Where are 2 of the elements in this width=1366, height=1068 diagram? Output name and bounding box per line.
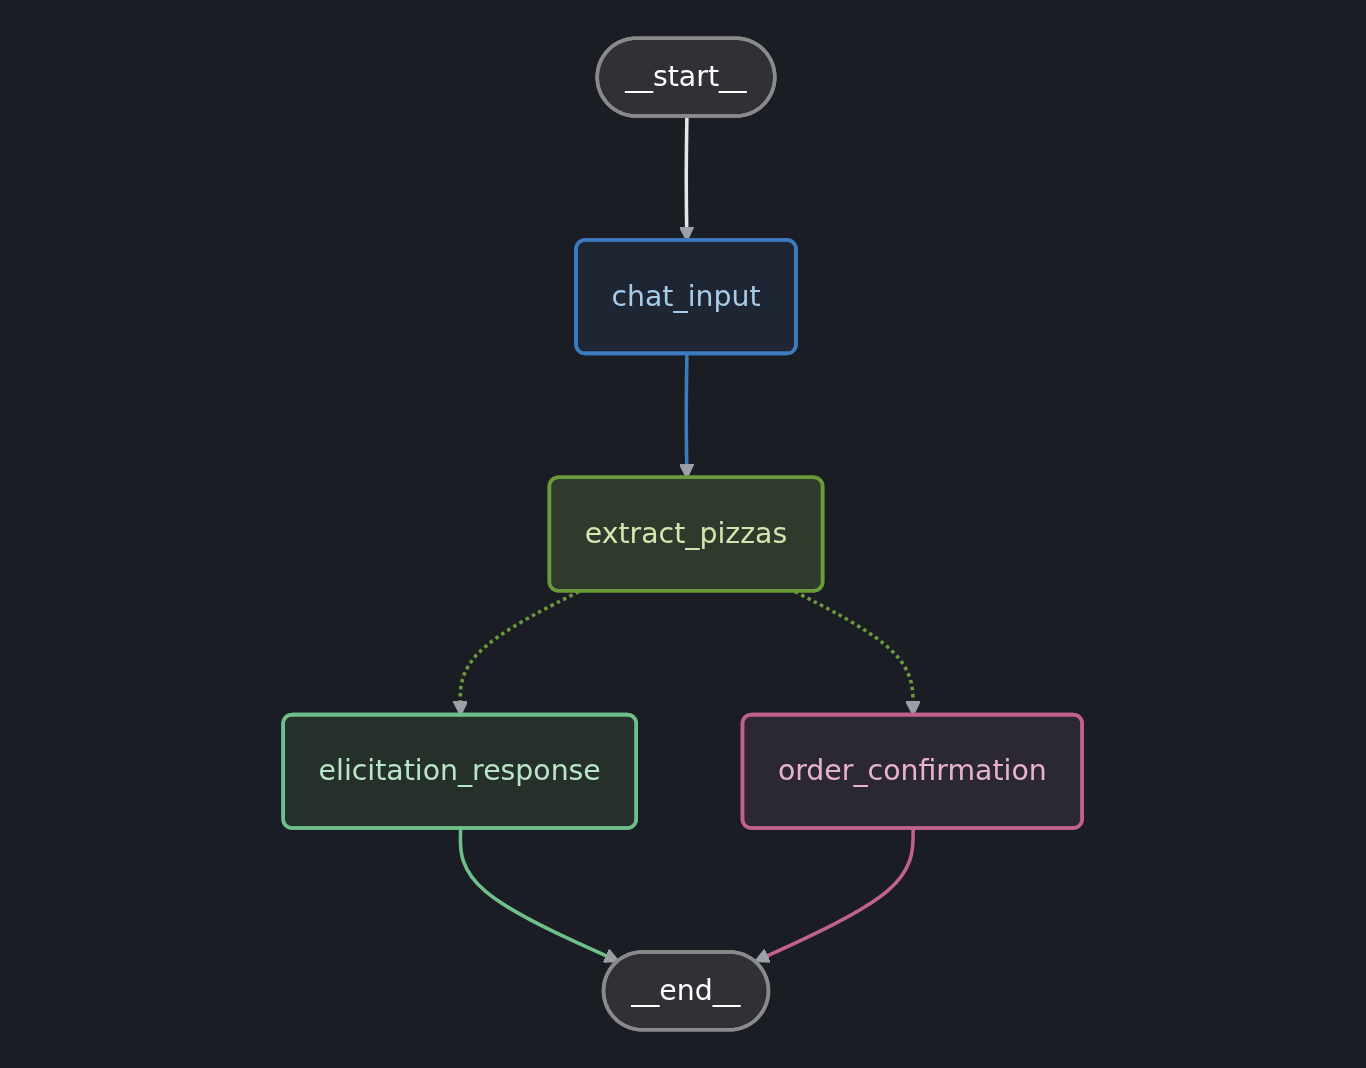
arrow	[459, 828, 620, 963]
arrow	[754, 828, 916, 963]
